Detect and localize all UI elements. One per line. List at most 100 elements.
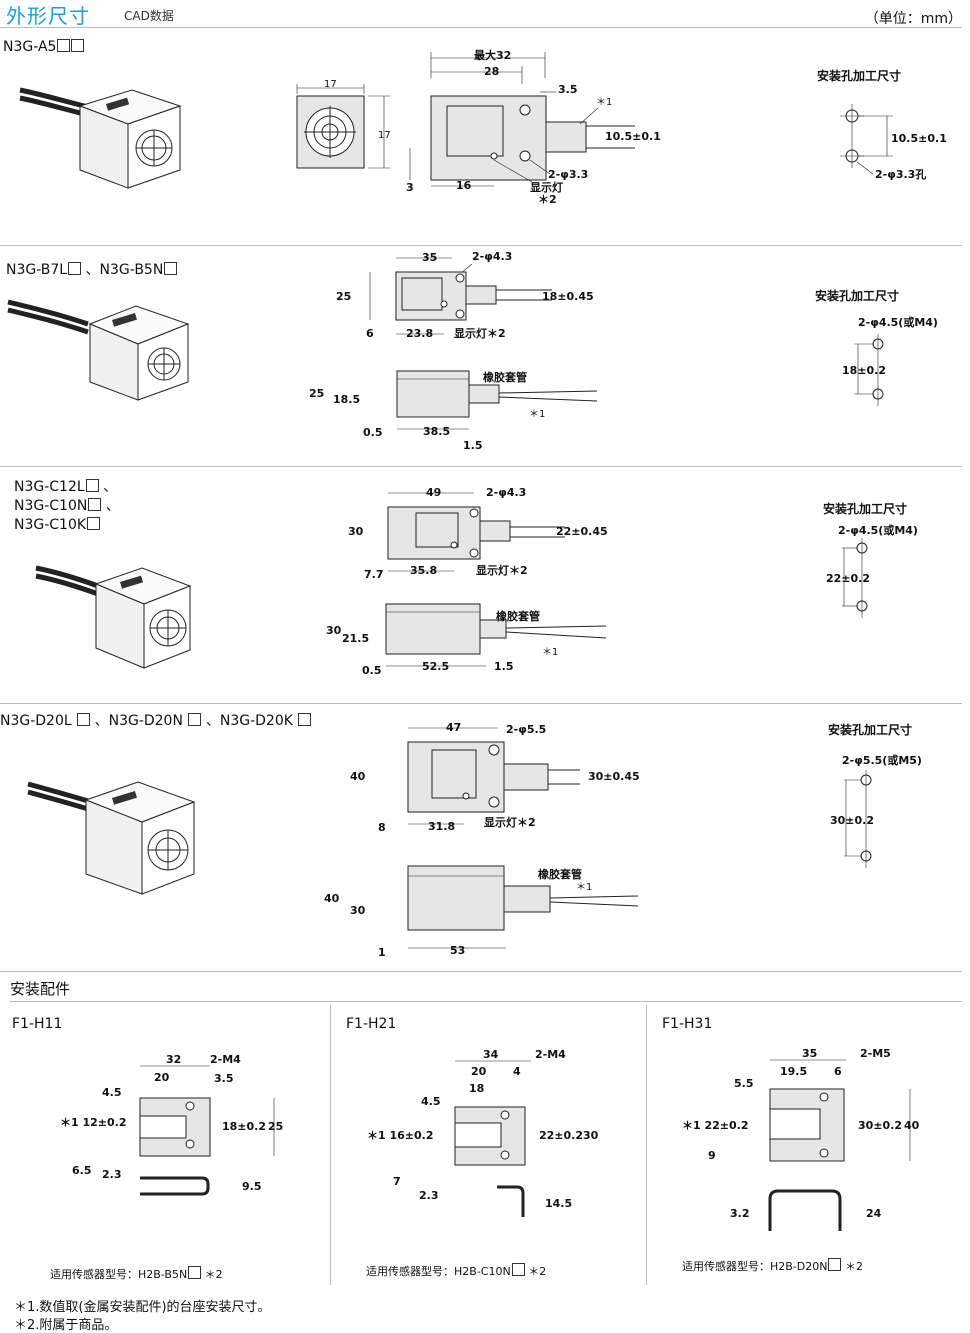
dim-dia-d: 30±0.45 xyxy=(588,770,640,783)
dim-dia: 10.5±0.1 xyxy=(605,130,661,143)
dim-d15: 1.5 xyxy=(463,439,483,452)
m4: 2-M4 xyxy=(210,1053,241,1066)
dim-w49: 49 xyxy=(426,486,441,499)
d195: 19.5 xyxy=(780,1065,807,1078)
note-1: ＊1.数值取(金属安装配件)的台座安装尺寸。 xyxy=(14,1300,271,1315)
accessory-drawing-h21: 34 2-M4 20 4 18 4.5 ＊1 16±0.2 22±0.2 30 … xyxy=(367,1048,599,1217)
dim-dia-b: 18±0.45 xyxy=(542,290,594,303)
dim-d77: 7.7 xyxy=(364,568,384,581)
d65: 6.5 xyxy=(72,1164,92,1177)
dim-dia-c: 22±0.45 xyxy=(556,525,608,538)
fit-h11: 适用传感器型号：H2B-B5N ＊2 xyxy=(50,1266,223,1281)
d25: 25 xyxy=(268,1120,283,1133)
m4b: 2-M4 xyxy=(535,1048,566,1061)
led-mark: ＊2 xyxy=(538,193,557,206)
hole-pitch-c: 22±0.2 xyxy=(826,572,870,585)
d40: 40 xyxy=(904,1119,920,1132)
d24: 24 xyxy=(866,1207,882,1220)
rubber-b: 橡胶套管 xyxy=(483,370,527,384)
dim-tip: 3.5 xyxy=(558,83,578,96)
dim-d6: 6 xyxy=(366,327,374,340)
d55: 5.5 xyxy=(734,1077,754,1090)
d30c: 30±0.2 xyxy=(858,1119,902,1132)
led-b: 显示灯＊2 xyxy=(454,326,506,340)
dim-d15c: 1.5 xyxy=(494,660,514,673)
dim-d8: 8 xyxy=(378,821,386,834)
d32: 32 xyxy=(166,1053,181,1066)
hole-title-d: 安装孔加工尺寸 xyxy=(828,723,913,737)
header-divider xyxy=(0,27,962,28)
column-divider xyxy=(646,1005,647,1285)
product-image-a5 xyxy=(19,87,182,189)
d23: 2.3 xyxy=(102,1168,122,1181)
model-name-a5: N3G-A5 xyxy=(3,38,85,57)
hole-spec-c: 2-φ4.5(或M4) xyxy=(838,523,918,537)
rubber-c: 橡胶套管 xyxy=(496,609,540,623)
model-name-d: N3G-D20L 、N3G-D20N 、N3G-D20K xyxy=(0,712,312,731)
dim-h215: 21.5 xyxy=(342,632,369,645)
d35: 3.5 xyxy=(214,1072,234,1085)
dim-h30: 30 xyxy=(348,525,364,538)
hole-title-b: 安装孔加工尺寸 xyxy=(815,289,900,303)
hole-spec-d: 2-φ5.5(或M5) xyxy=(842,753,922,767)
dim-front-w: 17 xyxy=(324,79,337,90)
accessory-model-h21: F1-H21 xyxy=(346,1016,397,1032)
accessories-title: 安装配件 xyxy=(10,980,71,998)
top-view-c: 橡胶套管 ＊1 30 21.5 0.5 52.5 1.5 xyxy=(326,603,607,677)
dim-d318: 31.8 xyxy=(428,820,455,833)
d7: 7 xyxy=(393,1175,401,1188)
fit-h31: 适用传感器型号：H2B-D20N ＊2 xyxy=(682,1258,863,1273)
hole-drawing-d: 2-φ5.5(或M5) 30±0.2 xyxy=(830,753,922,868)
product-image-c xyxy=(35,565,192,669)
dim-hole-pitch: 10.5±0.1 xyxy=(891,132,947,145)
dim-hole: 2-φ3.3 xyxy=(548,168,588,181)
section-divider xyxy=(0,971,962,972)
d18: 18±0.2 xyxy=(222,1120,266,1133)
cable-mark-d: ＊1 xyxy=(576,882,592,893)
fit-h21: 适用传感器型号：H2B-C10N ＊2 xyxy=(366,1263,547,1278)
dim-h185: 18.5 xyxy=(333,393,360,406)
cable-mark: ＊1 xyxy=(596,97,612,108)
d45: 4.5 xyxy=(102,1086,122,1099)
unit-label: （单位：mm） xyxy=(864,11,962,27)
d20b: 20 xyxy=(471,1065,487,1078)
accessory-drawing-h31: 35 2-M5 19.5 6 5.5 ＊1 22±0.2 30±0.2 40 9… xyxy=(682,1047,920,1231)
d12: ＊1 12±0.2 xyxy=(60,1116,127,1129)
d9: 9 xyxy=(708,1149,716,1162)
m5: 2-M5 xyxy=(860,1047,891,1060)
hole-title-c: 安装孔加工尺寸 xyxy=(823,502,908,516)
dim-w47: 47 xyxy=(446,721,461,734)
note-2: ＊2.附属于商品。 xyxy=(14,1318,118,1333)
dim-w35: 35 xyxy=(422,251,437,264)
dim-d16: 16 xyxy=(456,179,472,192)
model-name-b: N3G-B7L 、N3G-B5N xyxy=(6,261,178,280)
hole-drawing-a5: 10.5±0.1 2-φ3.3孔 xyxy=(840,104,947,181)
dim-d385: 38.5 xyxy=(423,425,450,438)
dim-len: 28 xyxy=(484,65,499,78)
top-view-b: 橡胶套管 ＊1 25 18.5 0.5 38.5 1.5 xyxy=(309,370,598,452)
side-view-a5: 最大32 28 3.5 ＊1 10.5±0.1 2-φ3.3 显示灯 ＊2 3 … xyxy=(406,48,661,206)
d34: 34 xyxy=(483,1048,499,1061)
section-divider xyxy=(0,466,962,467)
dim-h30d: 30 xyxy=(350,904,366,917)
accessory-drawing-h11: 32 2-M4 20 3.5 4.5 ＊1 12±0.2 18±0.2 25 6… xyxy=(60,1053,283,1196)
hole-title-a5: 安装孔加工尺寸 xyxy=(817,69,902,83)
model-name-c: N3G-C12L 、 N3G-C10N 、 N3G-C10K xyxy=(14,479,120,533)
d18b: 18 xyxy=(469,1082,484,1095)
dim-d358: 35.8 xyxy=(410,564,437,577)
accessories-divider xyxy=(10,1001,962,1002)
hole-drawing-b: 2-φ4.5(或M4) 18±0.2 xyxy=(842,315,938,406)
d32c: 3.2 xyxy=(730,1207,750,1220)
dim-hole-c: 2-φ4.3 xyxy=(486,486,526,499)
dim-d1: 1 xyxy=(378,946,386,959)
d6c: 6 xyxy=(834,1065,842,1078)
dim-h30b: 30 xyxy=(326,624,342,637)
d20: 20 xyxy=(154,1071,170,1084)
d145: 14.5 xyxy=(545,1197,572,1210)
d35c: 35 xyxy=(802,1047,817,1060)
dim-d525: 52.5 xyxy=(422,660,449,673)
dim-h3: 3 xyxy=(406,181,414,194)
side-view-d: 47 2-φ5.5 30±0.45 40 8 31.8 显示灯＊2 xyxy=(350,721,640,834)
led-c: 显示灯＊2 xyxy=(476,563,528,577)
hole-pitch-b: 18±0.2 xyxy=(842,364,886,377)
